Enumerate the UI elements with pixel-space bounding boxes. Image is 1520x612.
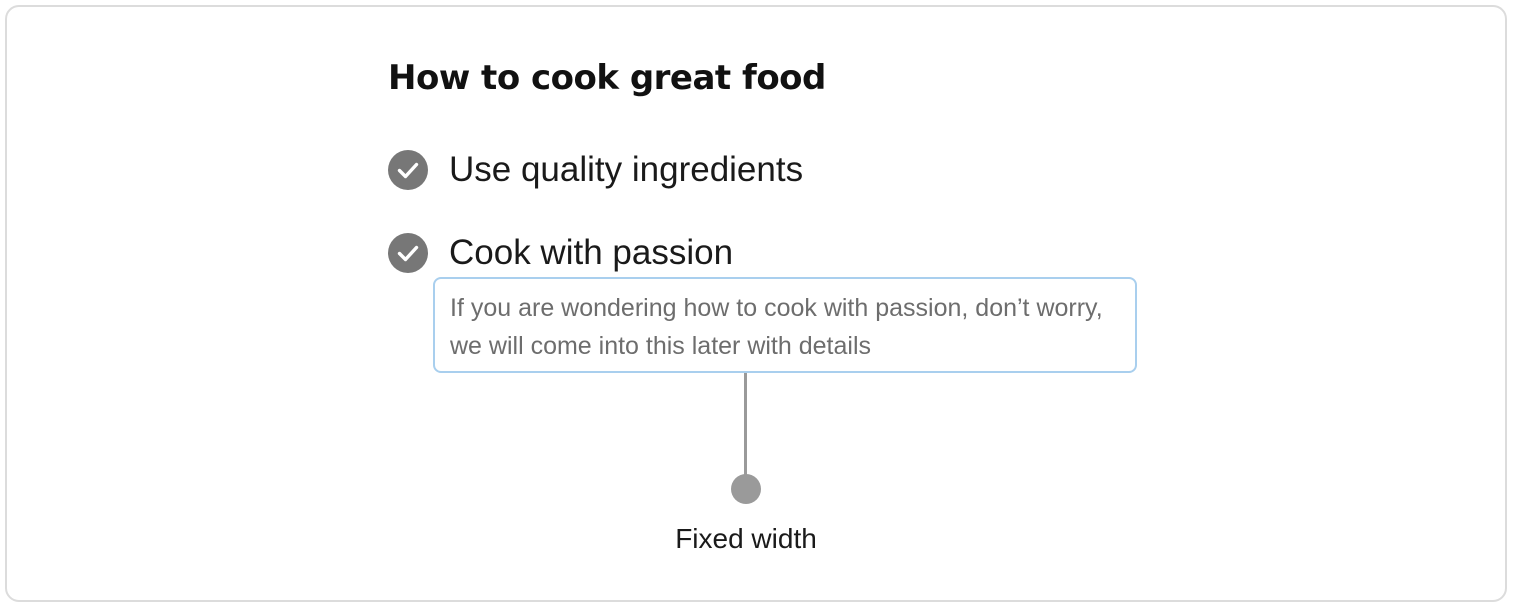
annotation-label: Fixed width <box>675 523 817 554</box>
checklist-item-label: Cook with passion <box>449 233 734 272</box>
annotation-connector-line <box>744 373 747 483</box>
checklist-item: Cook with passion <box>388 233 733 273</box>
check-circle-icon <box>388 233 428 273</box>
description-text-box: If you are wondering how to cook with pa… <box>433 277 1137 373</box>
check-circle-icon <box>388 150 428 190</box>
checklist-item-label: Use quality ingredients <box>449 150 804 189</box>
annotation-connector-dot <box>731 474 761 504</box>
page-title: How to cook great food <box>388 58 826 98</box>
checklist-item: Use quality ingredients <box>388 150 803 190</box>
